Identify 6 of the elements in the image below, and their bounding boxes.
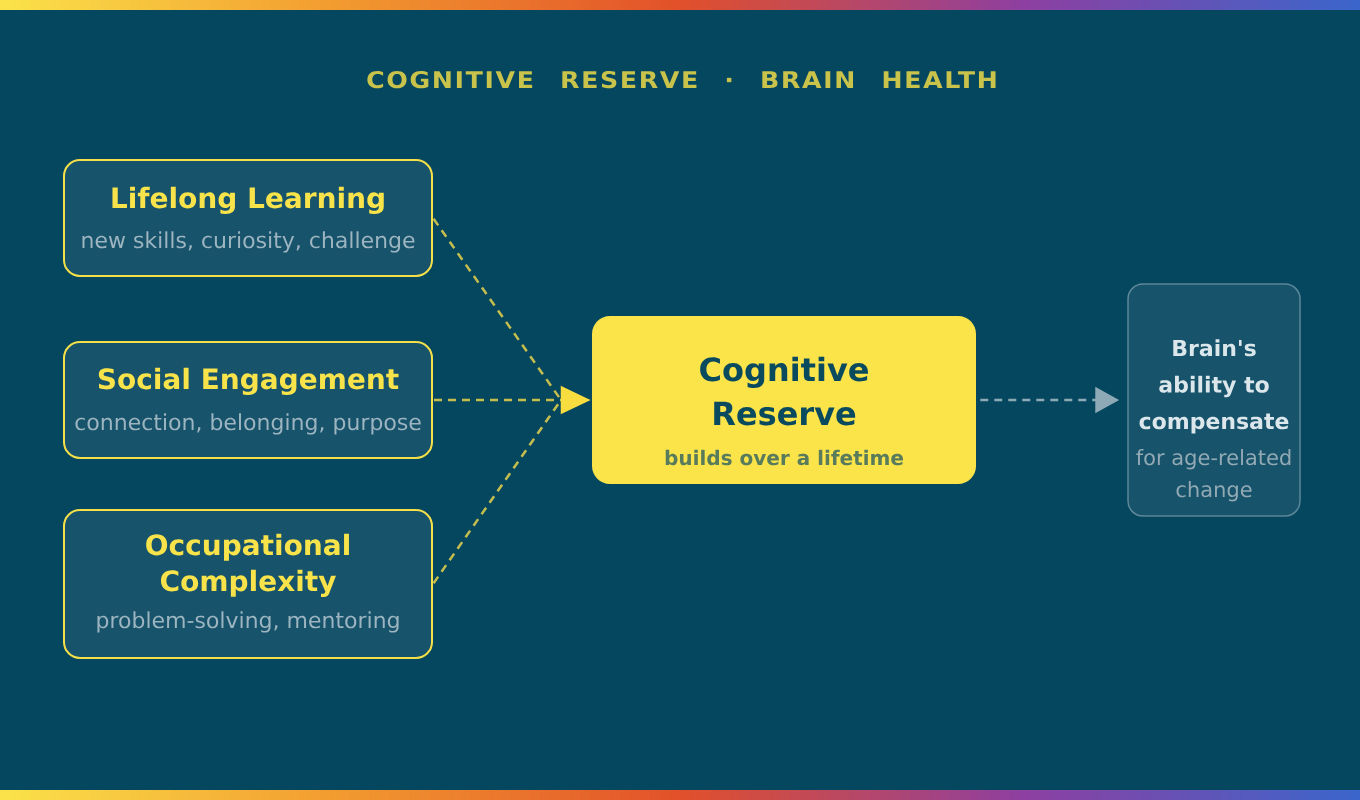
outcome-box: Brain's ability to compensate for age-related change (1127, 283, 1301, 517)
title: COGNITIVE RESERVE · BRAIN HEALTH (367, 70, 996, 89)
factor-box: Occupational Complexity problem-solving, mentoring (63, 509, 433, 659)
factor-box: Social Engagement connection, belonging, purpose (63, 341, 433, 459)
concept-box: Cognitive Reserve builds over a lifetime (592, 316, 976, 484)
factor-box: Lifelong Learning new skills, curiosity, challenge (63, 159, 433, 277)
